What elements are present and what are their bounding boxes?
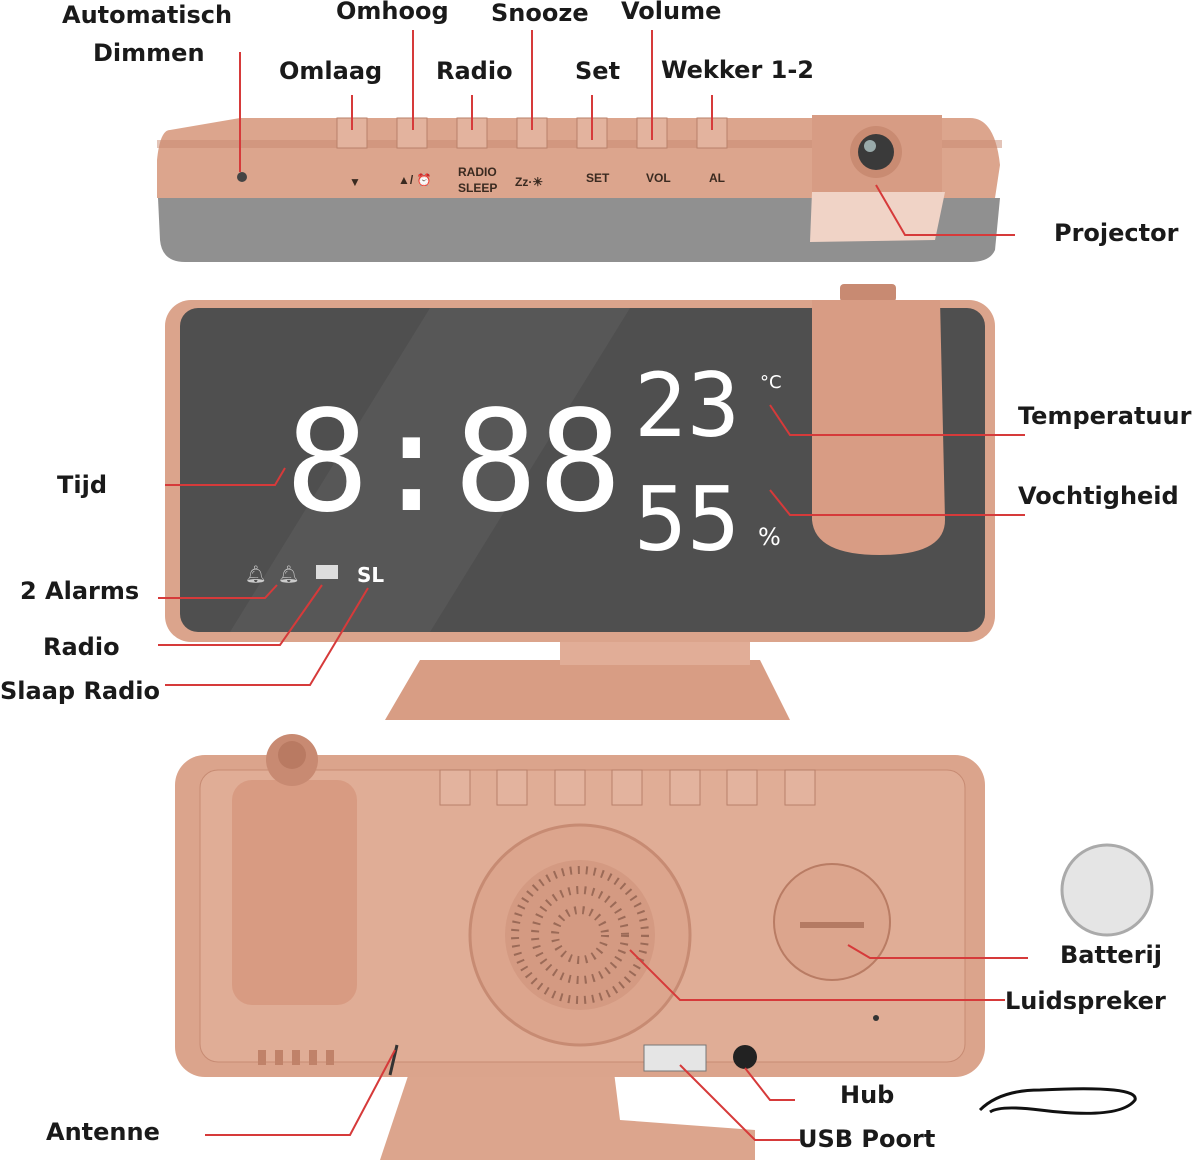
label-projector: Projector xyxy=(1054,219,1179,247)
alarm-2-icon: 🔔︎ xyxy=(278,565,300,585)
label-automatisch-dimmen-1: Automatisch xyxy=(62,1,233,29)
label-set: Set xyxy=(575,57,621,85)
label-usb-poort: USB Poort xyxy=(798,1125,936,1153)
back-view-device xyxy=(175,734,985,1160)
usb-cable-image xyxy=(978,1087,1137,1115)
sleep-button-label: SLEEP xyxy=(458,181,497,195)
label-temperatuur: Temperatuur xyxy=(1018,402,1192,430)
temperature-display: 23 xyxy=(634,354,740,457)
hub-port xyxy=(733,1045,757,1069)
humidity-unit: % xyxy=(758,523,781,551)
label-slaap-radio: Slaap Radio xyxy=(0,677,161,705)
vol-button-label: VOL xyxy=(646,171,671,185)
time-display: 8:88 xyxy=(285,381,622,544)
humidity-display: 55 xyxy=(634,468,740,571)
top-view-device xyxy=(157,115,1002,262)
radio-button-label: RADIO xyxy=(458,165,497,179)
up-button-label: ▲/ ⏰ xyxy=(398,172,432,187)
sleep-indicator: SL xyxy=(357,563,384,587)
front-view-device: 8:88 23 55 °C % 🔔︎ 🔔︎ SL xyxy=(165,284,995,720)
usb-port xyxy=(643,1044,707,1072)
radio-icon xyxy=(316,565,338,579)
label-luidspreker: Luidspreker xyxy=(1005,987,1166,1015)
label-tijd: Tijd xyxy=(57,471,108,499)
label-vochtigheid: Vochtigheid xyxy=(1018,482,1179,510)
label-omhoog: Omhoog xyxy=(336,0,449,25)
label-omlaag: Omlaag xyxy=(279,57,383,85)
coin-battery-image xyxy=(1060,843,1154,937)
label-volume: Volume xyxy=(621,0,722,25)
set-button-label: SET xyxy=(586,171,610,185)
label-automatisch-dimmen-2: Dimmen xyxy=(93,39,205,67)
label-hub: Hub xyxy=(840,1081,895,1109)
label-antenne: Antenne xyxy=(46,1118,160,1146)
snooze-button-label: Zz·☀ xyxy=(515,175,543,189)
label-2-alarms: 2 Alarms xyxy=(20,577,140,605)
leader-lines xyxy=(158,30,1028,1141)
label-batterij: Batterij xyxy=(1060,941,1162,969)
alarm-1-icon: 🔔︎ xyxy=(245,565,267,585)
label-wekker: Wekker 1-2 xyxy=(661,56,814,84)
label-radio-button: Radio xyxy=(436,57,513,85)
al-button-label: AL xyxy=(709,171,725,185)
temp-unit: °C xyxy=(760,372,782,393)
down-button-label: ▼ xyxy=(349,175,361,189)
label-radio: Radio xyxy=(43,633,120,661)
label-snooze: Snooze xyxy=(491,0,589,27)
